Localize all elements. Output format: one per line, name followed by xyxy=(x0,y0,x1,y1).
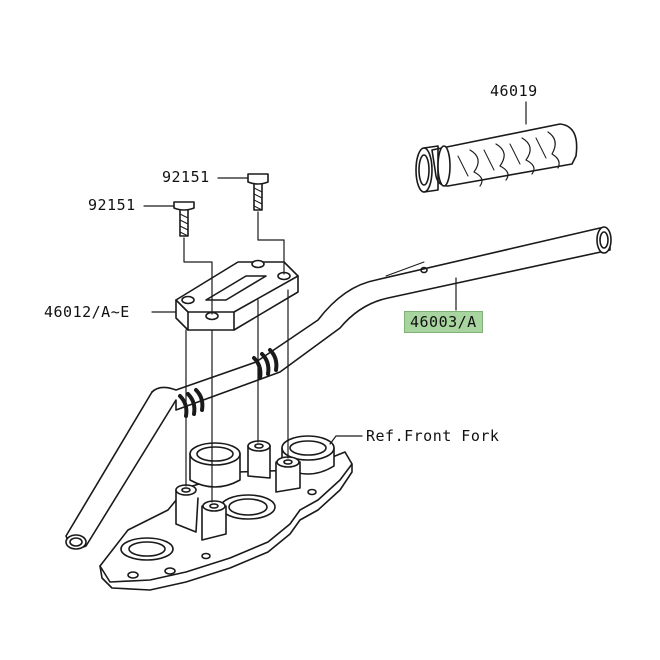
fork-clamp-drawing xyxy=(99,435,353,591)
label-handlebar: 46003/A xyxy=(404,311,483,333)
label-grip: 46019 xyxy=(490,82,538,100)
grip-drawing xyxy=(415,123,578,193)
handlebar-holder-drawing xyxy=(175,259,299,331)
handlebar-drawing xyxy=(65,226,612,550)
label-fork-ref: Ref.Front Fork xyxy=(366,427,500,445)
label-bolt-lower: 92151 xyxy=(88,196,136,214)
label-holder: 46012/A~E xyxy=(44,303,130,321)
label-bolt-upper: 92151 xyxy=(162,168,210,186)
leader-lines xyxy=(143,101,527,503)
bolt-drawing xyxy=(173,173,269,237)
